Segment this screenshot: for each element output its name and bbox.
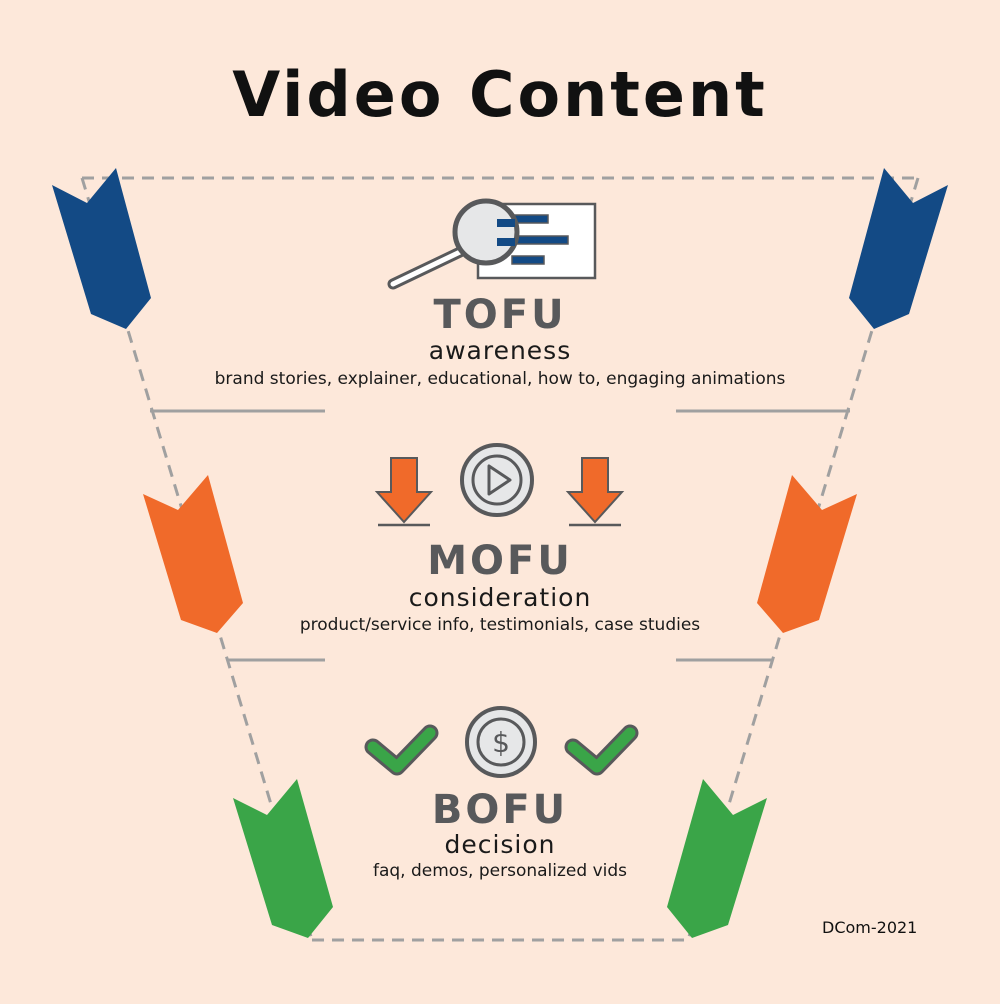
chevron-mofu-left	[143, 475, 243, 633]
tofu-stage-subtitle: awareness	[428, 336, 572, 365]
section-dividers	[150, 409, 850, 662]
play-button-icon	[460, 443, 534, 517]
mofu-stage-subtitle: consideration	[408, 583, 592, 612]
down-arrow-right-icon	[565, 457, 625, 527]
credit-text: DCom-2021	[822, 918, 918, 937]
checkmark-right-icon	[564, 724, 639, 776]
page-title: Video Content	[232, 58, 768, 131]
chevron-bofu-left	[233, 779, 333, 938]
down-arrow-left-icon	[374, 457, 434, 527]
mofu-stage-name: MOFU	[427, 538, 573, 584]
tofu-stage-items: brand stories, explainer, educational, h…	[214, 369, 786, 389]
chevron-bofu-right	[667, 779, 767, 938]
bofu-stage-items: faq, demos, personalized vids	[372, 861, 628, 881]
chevron-tofu-right	[849, 168, 948, 329]
tofu-stage-name: TOFU	[433, 292, 567, 338]
chevron-tofu-left	[52, 168, 151, 329]
chevron-mofu-right	[757, 475, 857, 633]
bofu-stage-subtitle: decision	[444, 830, 556, 859]
magnifier-chart-icon	[387, 198, 597, 290]
checkmark-left-icon	[364, 724, 439, 776]
svg-text:$: $	[492, 726, 510, 759]
dollar-coin-icon: $	[465, 706, 537, 778]
bofu-stage-name: BOFU	[431, 787, 569, 833]
mofu-stage-items: product/service info, testimonials, case…	[299, 615, 701, 635]
